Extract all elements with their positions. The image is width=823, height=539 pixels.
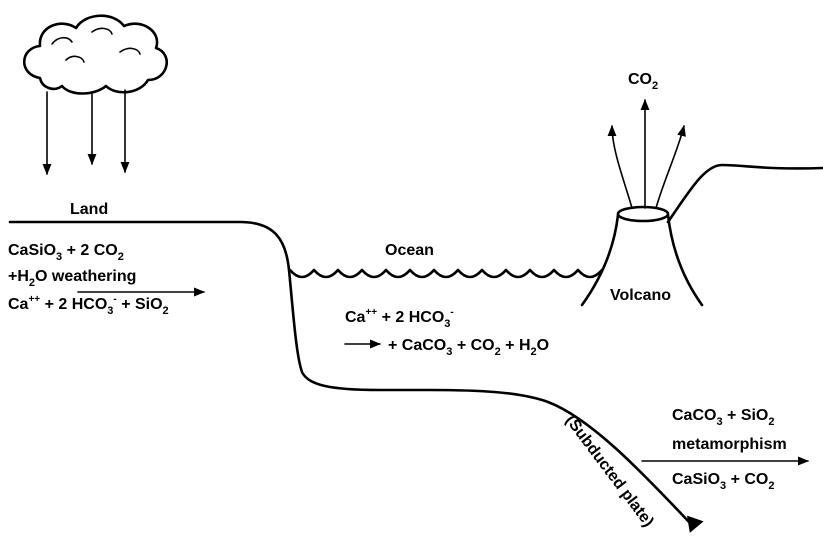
right-hill-line: [666, 163, 823, 224]
weathering-label: +H2O weathering: [8, 268, 136, 289]
cloud-icon: [23, 14, 168, 95]
ocean-reactants: Ca++ + 2 HCO3-: [345, 307, 454, 330]
metamorphism-products: CaSiO3 + CO2: [672, 471, 775, 492]
label-ocean: Ocean: [385, 242, 434, 259]
subducted-plate-arrowhead: [687, 515, 704, 533]
land-surface-line: [8, 220, 692, 525]
weathering-products: Ca++ + 2 HCO3- + SiO2: [8, 294, 169, 317]
metamorphism-reactants: CaCO3 + SiO2: [672, 407, 775, 428]
weathering-reactants: CaSiO3 + 2 CO2: [8, 242, 124, 263]
label-co2-emitted: CO2: [628, 71, 658, 92]
label-subducted-plate: (Subducted plate): [562, 412, 657, 530]
metamorphism-label: metamorphism: [672, 436, 787, 453]
ocean-waves: [288, 268, 604, 279]
ocean-products: + CaCO3 + CO2 + H2O: [388, 337, 549, 358]
label-land: Land: [70, 201, 108, 218]
rain-arrows: [42, 89, 130, 176]
volcano: [580, 205, 704, 307]
emission-arrow: [607, 124, 633, 209]
volcano-co2-arrows: [607, 98, 686, 209]
emission-arrow: [655, 124, 686, 209]
label-volcano: Volcano: [610, 287, 671, 304]
